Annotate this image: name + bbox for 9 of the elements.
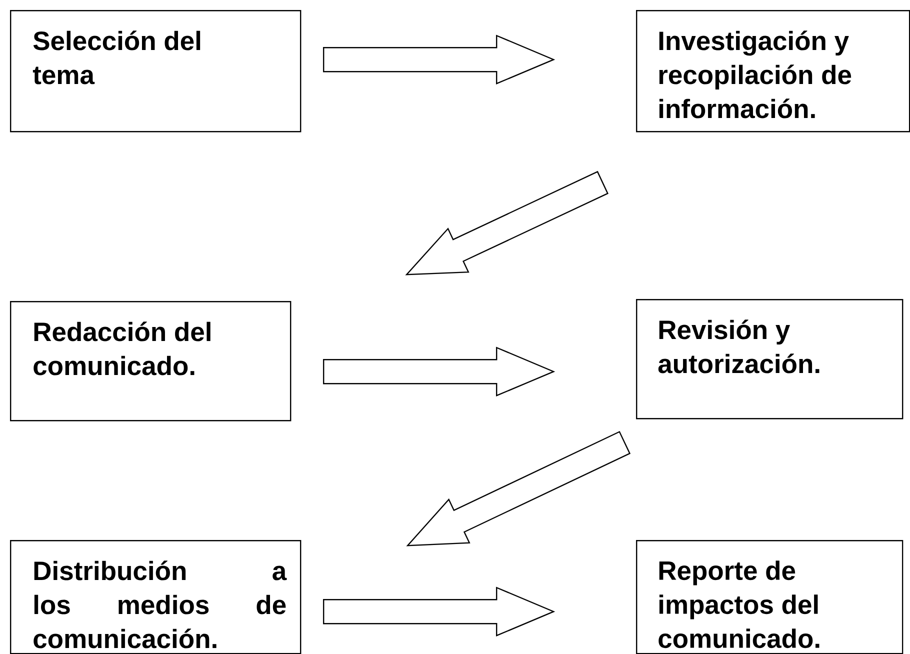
process-box: Selección del tema bbox=[10, 10, 302, 132]
process-box: Reporte de impactos del comunicado. bbox=[636, 540, 904, 654]
block-arrow bbox=[323, 346, 556, 396]
block-arrow bbox=[323, 34, 556, 84]
process-box: Revisión y autorización. bbox=[636, 299, 904, 420]
process-box: Investigación y recopilación de información. bbox=[636, 10, 910, 132]
process-box: Redacción del comunicado. bbox=[10, 301, 292, 422]
process-box: Distribución a los medios de comunicación. bbox=[10, 540, 302, 654]
block-arrow bbox=[323, 586, 556, 636]
